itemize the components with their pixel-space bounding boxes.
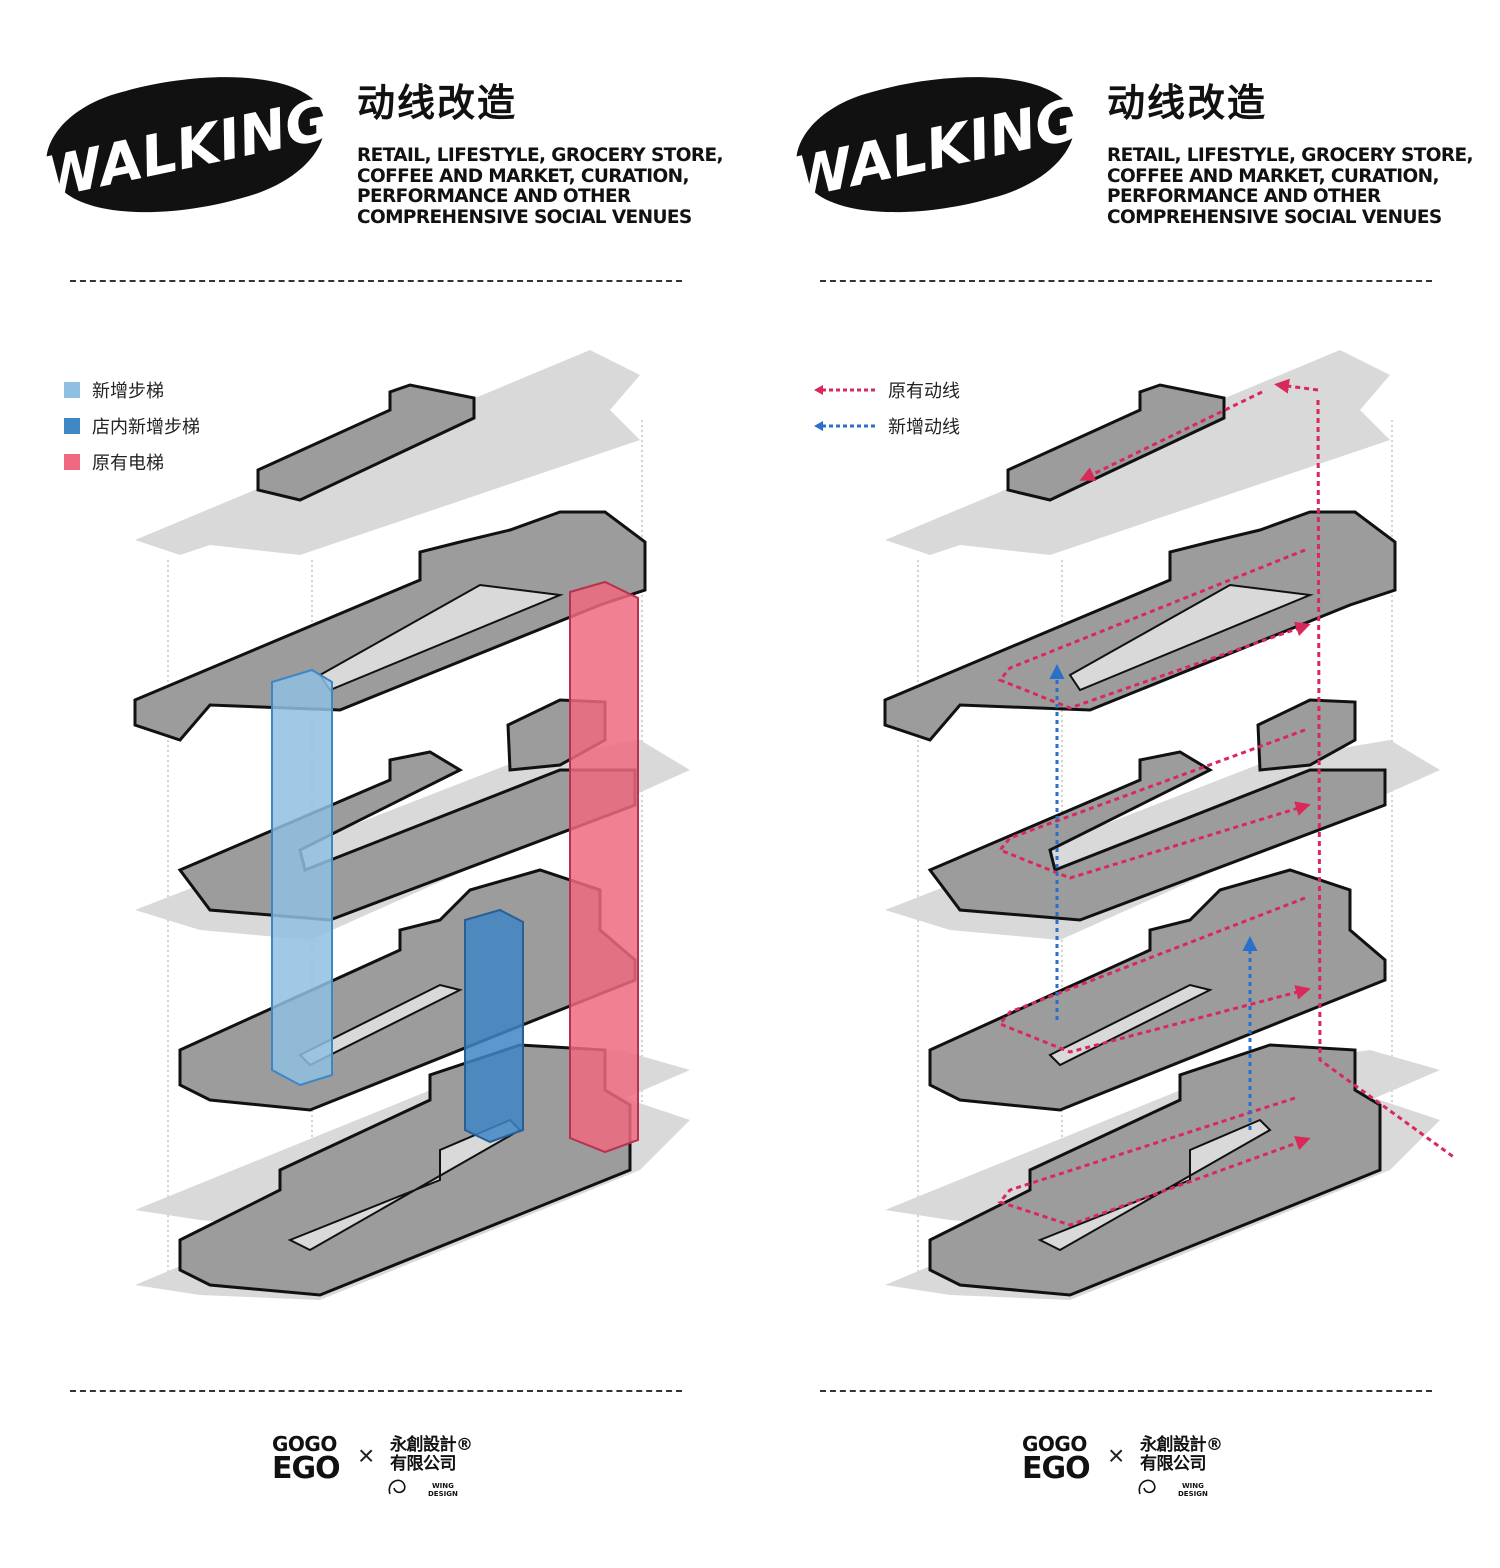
wing-loop-icon xyxy=(388,1479,406,1495)
store-stair-volume xyxy=(464,908,524,1144)
partner-en: WING DESIGN xyxy=(428,1482,458,1498)
partner-line-2: 有限公司 xyxy=(1140,1454,1206,1474)
swatch-new-stair xyxy=(64,382,80,398)
brand-line-1: GOGO xyxy=(1022,1432,1087,1456)
page-title: 动线改造 xyxy=(357,81,518,125)
legend-label: 店内新增步梯 xyxy=(92,417,200,438)
partner-en-1: WING xyxy=(1181,1482,1204,1490)
partner-line-1: 永創設計® xyxy=(390,1435,473,1455)
floor-4-volume xyxy=(133,510,647,742)
footer-logos: GOGO EGO × 永創設計® 有限公司 WING DESIGN xyxy=(1022,1432,1242,1512)
divider-top xyxy=(820,280,1432,282)
brand-line-1: GOGO xyxy=(272,1432,337,1456)
legend-label: 新增步梯 xyxy=(92,381,164,402)
partner-line-2: 有限公司 xyxy=(390,1454,456,1474)
existing-route-floor-3 xyxy=(997,728,1311,880)
legend-item: 店内新增步梯 xyxy=(64,408,200,444)
partner-name: 永創設計® 有限公司 xyxy=(390,1436,473,1474)
partner-line-1: 永創設計® xyxy=(1140,1435,1223,1455)
legend-item: 新增步梯 xyxy=(64,372,200,408)
page-title: 动线改造 xyxy=(1107,81,1268,125)
subtitle-line: RETAIL, LIFESTYLE, GROCERY STORE, xyxy=(357,145,724,166)
subtitle: RETAIL, LIFESTYLE, GROCERY STORE, COFFEE… xyxy=(1107,145,1497,228)
existing-route-roof xyxy=(1079,390,1263,481)
floor-2-void xyxy=(1048,983,1213,1067)
footer-logos: GOGO EGO × 永創設計® 有限公司 WING DESIGN xyxy=(272,1432,492,1512)
subtitle-line: PERFORMANCE AND OTHER xyxy=(1107,186,1381,207)
legend-label: 原有动线 xyxy=(888,381,960,402)
walking-logo: WALKING xyxy=(42,77,332,212)
times-icon: × xyxy=(358,1440,375,1471)
partner-en-1: WING xyxy=(431,1482,454,1490)
swatch-store-stair xyxy=(64,418,80,434)
floor-1-void xyxy=(1037,1118,1272,1252)
new-route-arrow-icon xyxy=(814,421,878,431)
panel-left: WALKING 动线改造 RETAIL, LIFESTYLE, GROCERY … xyxy=(42,77,747,1512)
elevator-volume xyxy=(569,580,639,1154)
partner-en: WING DESIGN xyxy=(1178,1482,1208,1498)
subtitle-line: RETAIL, LIFESTYLE, GROCERY STORE, xyxy=(1107,145,1474,166)
legend-label: 新增动线 xyxy=(888,417,960,438)
existing-route-floor-2 xyxy=(997,896,1311,1054)
partner-en-2: DESIGN xyxy=(428,1490,458,1498)
existing-route-arrow-icon xyxy=(814,385,878,395)
brand-line-2: EGO xyxy=(272,1451,341,1486)
legend-label: 原有电梯 xyxy=(92,453,164,474)
subtitle-line: COFFEE AND MARKET, CURATION, xyxy=(357,165,690,187)
floor-4-volume xyxy=(883,510,1397,742)
subtitle-line: COMPREHENSIVE SOCIAL VENUES xyxy=(1107,206,1442,228)
partner-en-2: DESIGN xyxy=(1178,1490,1208,1498)
existing-route-vertical xyxy=(1316,399,1456,1160)
divider-top xyxy=(70,280,682,282)
existing-route-floor-4 xyxy=(997,548,1311,710)
wing-loop-icon xyxy=(1138,1479,1156,1495)
existing-route-floor-1 xyxy=(997,1096,1311,1227)
existing-route-top xyxy=(1274,378,1319,394)
floor-3-volume xyxy=(927,750,1387,922)
existing-routes xyxy=(997,378,1456,1227)
divider-bottom xyxy=(820,1390,1432,1392)
partner-name: 永創設計® 有限公司 xyxy=(1140,1436,1223,1474)
walking-logo: WALKING xyxy=(792,77,1082,212)
roof-volume xyxy=(1006,383,1226,502)
axonometric-diagram-routes xyxy=(883,350,1456,1300)
legend-item: 原有动线 xyxy=(814,372,960,408)
legend: 新增步梯 店内新增步梯 原有电梯 xyxy=(64,372,200,480)
swatch-elevator xyxy=(64,454,80,470)
subtitle-line: COFFEE AND MARKET, CURATION, xyxy=(1107,165,1440,187)
subtitle-line: PERFORMANCE AND OTHER xyxy=(357,186,631,207)
legend: 原有动线 新增动线 xyxy=(814,372,960,444)
panel-right: WALKING 动线改造 RETAIL, LIFESTYLE, GROCERY … xyxy=(750,0,1500,1568)
divider-bottom xyxy=(70,1390,682,1392)
new-routes xyxy=(1049,664,1258,1130)
floor-3-annex xyxy=(1256,698,1357,772)
floor-4-void xyxy=(1068,583,1314,692)
axonometric-diagram-elevators xyxy=(133,350,690,1300)
subtitle-line: COMPREHENSIVE SOCIAL VENUES xyxy=(357,206,692,228)
legend-item: 新增动线 xyxy=(814,408,960,444)
subtitle: RETAIL, LIFESTYLE, GROCERY STORE, COFFEE… xyxy=(357,145,747,228)
times-icon: × xyxy=(1108,1440,1125,1471)
brand-line-2: EGO xyxy=(1022,1451,1091,1486)
floor-2-volume xyxy=(928,868,1387,1112)
new-stair-volume xyxy=(271,668,333,1087)
legend-item: 原有电梯 xyxy=(64,444,200,480)
roof-volume xyxy=(256,383,476,502)
